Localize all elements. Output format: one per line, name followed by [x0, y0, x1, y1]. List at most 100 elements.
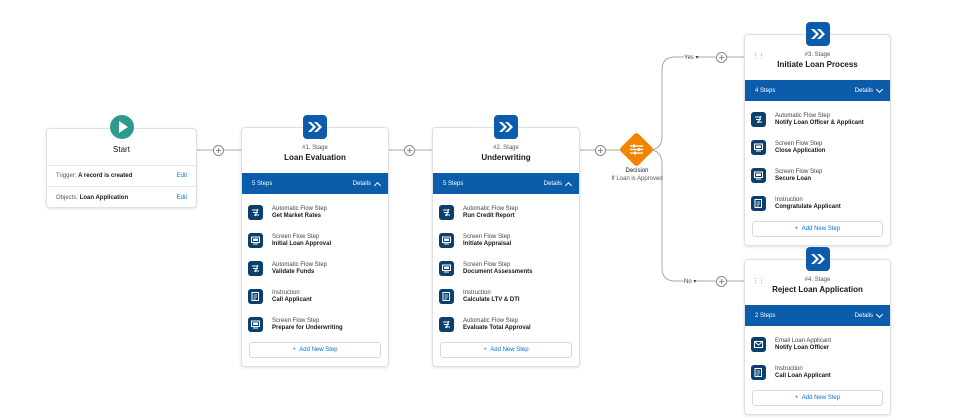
edit-trigger-link[interactable]: Edit [176, 173, 187, 179]
step-type: Email Loan Applicant [775, 337, 832, 344]
stage-number: #1. Stage [302, 145, 328, 151]
yes-branch-label[interactable]: Yes ▾ [684, 54, 699, 61]
instruction-icon [751, 364, 766, 380]
stage-icon [805, 247, 830, 271]
step-name: Validate Funds [272, 268, 315, 275]
add-element-button[interactable] [716, 52, 727, 63]
details-toggle[interactable]: Details [855, 310, 884, 319]
step-name: Get Market Rates [272, 212, 322, 219]
no-branch-label[interactable]: No ▾ [684, 278, 697, 285]
divider [47, 186, 196, 187]
screen-flow-icon [248, 232, 263, 248]
start-card[interactable]: Start Trigger: A record is created Edit … [46, 128, 197, 208]
step-type: Automatic Flow Step [463, 317, 519, 324]
add-element-button[interactable] [716, 276, 727, 287]
add-new-step-button[interactable]: + Add New Step [752, 390, 883, 406]
stage-name: Loan Evaluation [284, 153, 346, 162]
chevron-up-icon [564, 181, 573, 189]
step-name: Run Credit Report [463, 212, 515, 219]
automatic-flow-icon [439, 204, 454, 220]
screen-flow-icon [751, 167, 766, 183]
drag-handle-icon[interactable]: ⋮⋮ [752, 53, 765, 60]
step-name: Notify Loan Officer & Applicant [775, 119, 864, 126]
details-label: Details [543, 180, 562, 187]
instruction-icon [751, 195, 766, 211]
step-name: Notify Loan Officer [775, 344, 830, 351]
edit-objects-link[interactable]: Edit [176, 195, 187, 201]
step-name: Calculate LTV & DTI [463, 296, 520, 303]
step-name: Evaluate Total Approval [463, 324, 531, 331]
details-toggle[interactable]: Details [352, 180, 382, 189]
steps-count: 5 Steps [252, 180, 273, 187]
screen-flow-icon [439, 232, 454, 248]
step-type: Instruction [775, 196, 803, 203]
step-name: Document Assessments [463, 268, 533, 275]
add-new-step-button[interactable]: + Add New Step [440, 342, 572, 358]
stage-name: Reject Loan Application [772, 285, 863, 294]
details-label: Details [352, 180, 371, 187]
step-name: Congratulate Applicant [775, 203, 841, 210]
decision-subtitle: If Loan is Approved [611, 176, 663, 182]
steps-count: 2 Steps [755, 312, 776, 319]
trigger-row: Trigger: A record is created Edit [56, 173, 187, 179]
step-type: Automatic Flow Step [463, 205, 519, 212]
chevron-down-icon [875, 310, 884, 318]
stage-number: #2. Stage [493, 145, 519, 151]
add-element-button[interactable] [404, 145, 415, 156]
screen-flow-icon [248, 316, 263, 332]
add-element-button[interactable] [595, 145, 606, 156]
step-type: Screen Flow Step [272, 317, 320, 324]
step-type: Instruction [463, 289, 491, 296]
instruction-icon [439, 288, 454, 304]
drag-handle-icon[interactable]: ⋮⋮ [752, 278, 765, 285]
add-step-label: Add New Step [801, 395, 841, 401]
stage-number: #3. Stage [804, 52, 831, 58]
add-element-button[interactable] [213, 145, 224, 156]
step-type: Screen Flow Step [775, 140, 823, 147]
step-name: Close Application [775, 147, 826, 154]
add-step-label: Add New Step [490, 347, 529, 353]
objects-row: Objects: Loan Application Edit [56, 195, 187, 201]
add-new-step-button[interactable]: + Add New Step [249, 342, 381, 358]
details-toggle[interactable]: Details [854, 85, 884, 94]
screen-flow-icon [751, 139, 766, 155]
details-label: Details [854, 87, 873, 94]
details-toggle[interactable]: Details [543, 180, 573, 189]
add-step-label: Add New Step [801, 226, 841, 232]
stage-steps-bar[interactable]: 2 Steps Details [745, 305, 890, 326]
add-new-step-button[interactable]: + Add New Step [752, 221, 883, 237]
play-icon [110, 115, 134, 139]
stage-steps-bar[interactable]: 5 Steps Details [242, 173, 388, 194]
step-type: Instruction [272, 289, 300, 296]
decision-icon [630, 144, 643, 155]
decision-title: Decision [625, 168, 649, 174]
step-type: Screen Flow Step [775, 168, 823, 175]
screen-flow-icon [439, 260, 454, 276]
step-type: Automatic Flow Step [272, 205, 328, 212]
